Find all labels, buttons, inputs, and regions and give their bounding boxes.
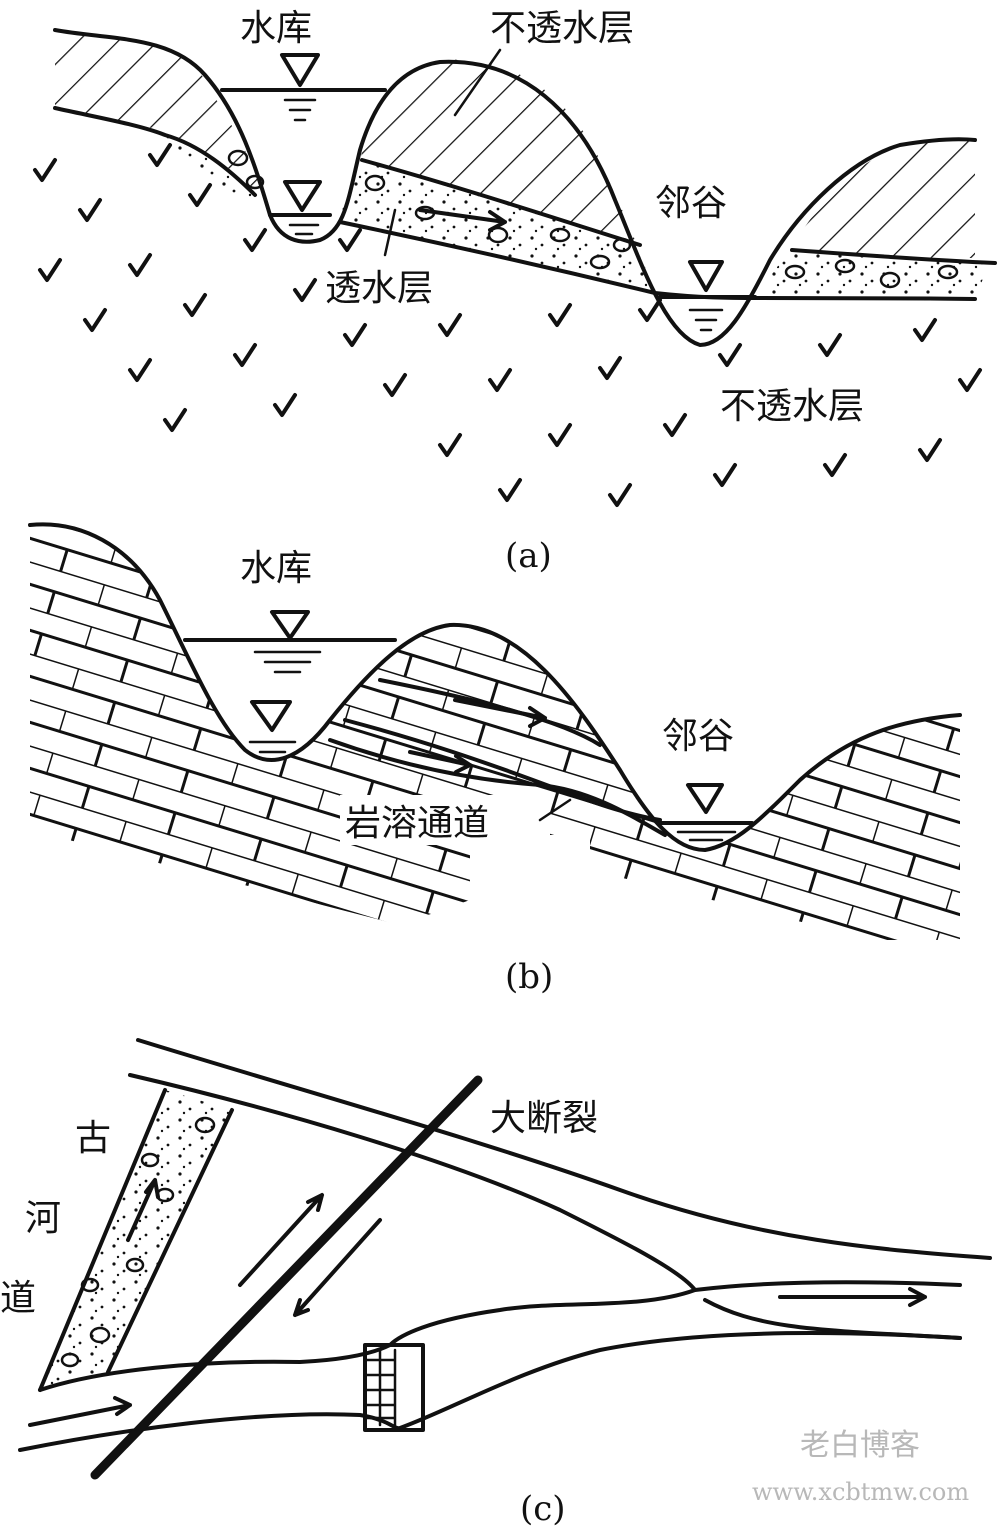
v-mark (338, 228, 362, 252)
ancient-channel-arrow (126, 1178, 160, 1242)
v-mark (548, 423, 572, 447)
label-impermeable-bottom: 不透水层 (720, 386, 864, 427)
label-reservoir-b: 水库 (240, 548, 312, 589)
v-mark (183, 293, 207, 317)
v-mark (148, 143, 172, 167)
v-mark (823, 453, 847, 477)
flow-arrow-inlet (28, 1396, 132, 1427)
ancient-channel-right-edge (106, 1108, 234, 1374)
v-mark (38, 258, 62, 282)
v-mark (383, 373, 407, 397)
pebbles-c (60, 1116, 216, 1368)
v-mark (663, 413, 687, 437)
river-right-fork (693, 1280, 962, 1340)
v-mark (188, 183, 212, 207)
caption-c: (c) (520, 1489, 566, 1529)
terrain-surface-a (53, 28, 977, 347)
ancient-channel-fill (40, 1090, 232, 1390)
seepage-arrow-b-upper (453, 698, 547, 728)
impermeable-boundary-a (53, 106, 997, 265)
leader-karst (538, 798, 572, 822)
v-mark (718, 343, 742, 367)
water-level-marker-valley-b (686, 783, 724, 814)
water-level-marker-pit-b (250, 700, 292, 732)
label-ancient-channel-2: 河 (25, 1198, 61, 1239)
label-ancient-channel-1: 古 (75, 1118, 111, 1159)
dam (363, 1343, 425, 1432)
v-mark (273, 393, 297, 417)
label-neighbor-valley-b: 邻谷 (662, 716, 734, 757)
caption-b: (b) (505, 957, 553, 997)
river-upper-bank-inner (128, 1073, 697, 1347)
ancient-channel-left-edge (38, 1088, 167, 1392)
v-mark (163, 408, 187, 432)
watermark-line2: www.xcbtmw.com (752, 1478, 969, 1506)
v-mark (958, 368, 982, 392)
seepage-arrow-b-lower (408, 750, 472, 774)
v-mark (78, 198, 102, 222)
bedrock-v-marks-a (33, 143, 982, 507)
v-mark (438, 313, 462, 337)
karst-channel-lower (328, 738, 667, 837)
river-lower-bank-outer (18, 1331, 962, 1452)
v-mark (498, 478, 522, 502)
river-upper-bank-outer (136, 1038, 992, 1260)
label-neighbor-valley-a: 邻谷 (655, 183, 727, 224)
v-mark (913, 318, 937, 342)
water-level-marker-reservoir-b (270, 610, 310, 640)
pebbles-a (227, 149, 959, 289)
water-level-marker-valley-a (688, 260, 724, 292)
leader-permeable (383, 208, 397, 257)
v-mark (83, 308, 107, 332)
leader-impermeable-top (453, 48, 502, 117)
watermark-line1: 老白博客 (800, 1428, 920, 1463)
v-mark (128, 253, 152, 277)
panel-a: 水库 不透水层 邻谷 透水层 不透水层 (a) (33, 8, 997, 576)
v-mark (488, 368, 512, 392)
v-mark (128, 358, 152, 382)
label-big-fault: 大断裂 (490, 1098, 598, 1139)
panel-c: 大断裂 古 河 道 (c) (0, 1038, 992, 1529)
limestone-bricks-b (30, 524, 960, 940)
v-mark (713, 463, 737, 487)
v-mark (33, 158, 57, 182)
fault-arrow-up (238, 1193, 324, 1287)
big-fault-line (90, 1075, 483, 1480)
water-level-marker-pit-a (283, 180, 322, 212)
v-mark (343, 323, 367, 347)
panel-b: 水库 邻谷 岩溶通道 (b) (28, 522, 962, 997)
v-mark (818, 333, 842, 357)
v-mark (608, 483, 632, 507)
permeable-layer-fill (160, 135, 990, 298)
v-mark (638, 298, 662, 322)
fault-arrow-down (293, 1218, 382, 1317)
impermeable-cap-middle (360, 59, 635, 240)
v-mark (293, 278, 317, 302)
v-mark (548, 303, 572, 327)
label-karst-channel: 岩溶通道 (345, 803, 489, 844)
label-reservoir-a: 水库 (240, 8, 312, 49)
v-mark (243, 228, 267, 252)
v-mark (598, 356, 622, 380)
label-ancient-channel-3: 道 (0, 1278, 36, 1319)
river-lower-bank (38, 1343, 392, 1392)
v-mark (233, 343, 257, 367)
terrain-surface-b (28, 522, 962, 852)
flow-arrow-outlet (778, 1287, 927, 1307)
v-mark (918, 438, 942, 462)
v-mark (438, 433, 462, 457)
label-permeable-layer: 透水层 (325, 268, 433, 309)
water-level-marker-reservoir-a (280, 53, 320, 87)
impermeable-cap-right (790, 140, 975, 258)
label-impermeable-top: 不透水层 (490, 8, 634, 49)
caption-a: (a) (505, 536, 552, 576)
